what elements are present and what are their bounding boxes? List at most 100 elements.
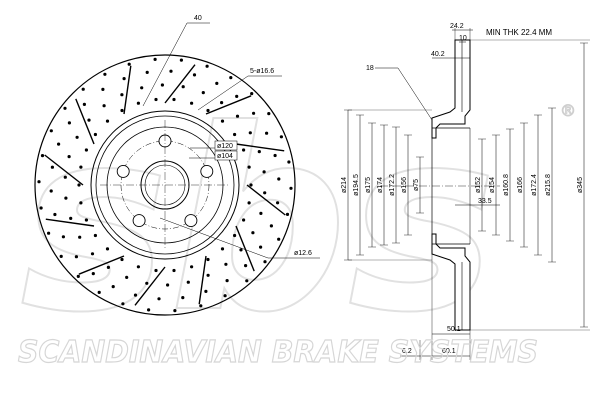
- drill-hole: [233, 132, 237, 137]
- drill-hole: [105, 119, 110, 123]
- drill-hole: [127, 62, 131, 66]
- dim-left-0-label: ø214: [341, 177, 348, 193]
- drill-hole: [106, 265, 110, 269]
- dim-left-3-label: ø174: [377, 177, 384, 193]
- drill-hole: [273, 153, 277, 158]
- dim-left-6-label: ø75: [413, 179, 420, 191]
- drill-hole: [223, 294, 227, 298]
- drill-hole: [157, 297, 161, 301]
- cooling-slot: [205, 95, 252, 115]
- callout-center-bore: ø104: [217, 153, 233, 160]
- drill-hole: [97, 290, 101, 294]
- drill-hole: [277, 177, 281, 181]
- drill-hole: [263, 191, 267, 195]
- drill-hole: [93, 233, 97, 238]
- drill-hole: [160, 83, 164, 87]
- drill-hole: [50, 165, 55, 169]
- drill-hole: [276, 201, 280, 205]
- drill-hole: [242, 148, 246, 152]
- drill-hole: [90, 252, 95, 256]
- leader-offset: [142, 22, 188, 107]
- drill-hole: [248, 131, 252, 135]
- drill-hole: [249, 183, 253, 187]
- disc-outer-edge: [34, 54, 296, 316]
- drill-hole: [229, 76, 233, 80]
- drill-hole: [69, 216, 73, 220]
- cooling-slot: [164, 64, 196, 104]
- drill-hole: [133, 293, 138, 297]
- cooling-slots: [44, 64, 286, 306]
- cooling-slot: [45, 218, 95, 227]
- drill-hole: [204, 289, 208, 293]
- dim-hat-depth-label: 33.5: [478, 198, 492, 205]
- drill-hole: [172, 268, 176, 273]
- drill-hole: [247, 165, 251, 169]
- dim-radius-label: 18: [366, 65, 374, 72]
- callout-bolt-hole: ø12.6: [294, 250, 312, 257]
- drill-hole: [244, 264, 248, 268]
- bolt-hole: [184, 214, 198, 228]
- drill-hole: [79, 165, 83, 169]
- drill-hole: [173, 309, 177, 313]
- callout-holes: 5-ø16.6: [250, 68, 274, 75]
- callout-bore-box: [214, 150, 238, 161]
- callout-offset: 40: [194, 15, 202, 22]
- registered-mark: ®: [560, 101, 576, 120]
- drill-hole: [206, 108, 210, 113]
- drill-hole: [121, 302, 125, 306]
- callout-pcd: ø120: [217, 143, 233, 150]
- cooling-slot: [44, 154, 84, 186]
- drill-hole: [84, 218, 88, 222]
- drill-hole: [47, 231, 51, 235]
- drill-hole: [49, 129, 53, 133]
- drill-hole: [220, 101, 224, 105]
- drill-hole: [262, 170, 266, 174]
- drill-hole: [145, 70, 149, 74]
- dim-left-5-label: ø156: [401, 177, 408, 193]
- drill-hole: [145, 281, 149, 285]
- drill-hole: [287, 160, 291, 164]
- dim-right-3-label: ø166: [517, 177, 524, 193]
- dim-right-0-label: ø152: [475, 177, 482, 193]
- drill-hole: [49, 189, 53, 193]
- drill-hole: [263, 260, 267, 264]
- drill-hole: [140, 86, 144, 90]
- drill-hole: [91, 272, 95, 276]
- drill-hole: [63, 106, 67, 110]
- drill-hole: [225, 279, 229, 283]
- dim-lip-label: 6.2: [402, 348, 412, 355]
- company-watermark: SCANDINAVIAN BRAKE SYSTEMS: [18, 335, 538, 370]
- drill-hole: [61, 235, 65, 239]
- cooling-slot: [235, 225, 255, 272]
- drill-hole: [265, 131, 269, 135]
- dim-inner-label: 10: [459, 35, 467, 42]
- drill-hole: [179, 58, 183, 62]
- leader-bolt-hole: [159, 217, 269, 259]
- dim-right-5-label: ø215.8: [545, 174, 552, 196]
- sbs-logo-watermark: sbs ®: [19, 75, 577, 368]
- drill-hole: [224, 262, 228, 266]
- drill-hole: [153, 57, 157, 62]
- drill-hole: [75, 135, 79, 139]
- drill-hole: [259, 211, 263, 215]
- min-thickness-note: MIN THK 22.4 MM: [486, 28, 552, 37]
- drill-hole: [67, 155, 71, 159]
- drill-hole: [259, 245, 263, 249]
- drill-hole: [285, 212, 290, 216]
- drill-hole: [125, 275, 129, 279]
- bolt-hole: [200, 164, 214, 178]
- drill-hole: [76, 274, 80, 278]
- drill-hole: [233, 233, 237, 238]
- drill-hole: [63, 175, 67, 179]
- drill-hole: [269, 224, 273, 228]
- drill-hole: [235, 94, 239, 98]
- drill-hole: [192, 73, 197, 77]
- drill-hole: [279, 135, 283, 139]
- drill-hole: [111, 285, 115, 289]
- dim-left-1-label: ø194.5: [353, 174, 360, 196]
- cooling-slot: [198, 255, 207, 305]
- drill-hole: [201, 91, 205, 95]
- drill-hole: [79, 201, 83, 205]
